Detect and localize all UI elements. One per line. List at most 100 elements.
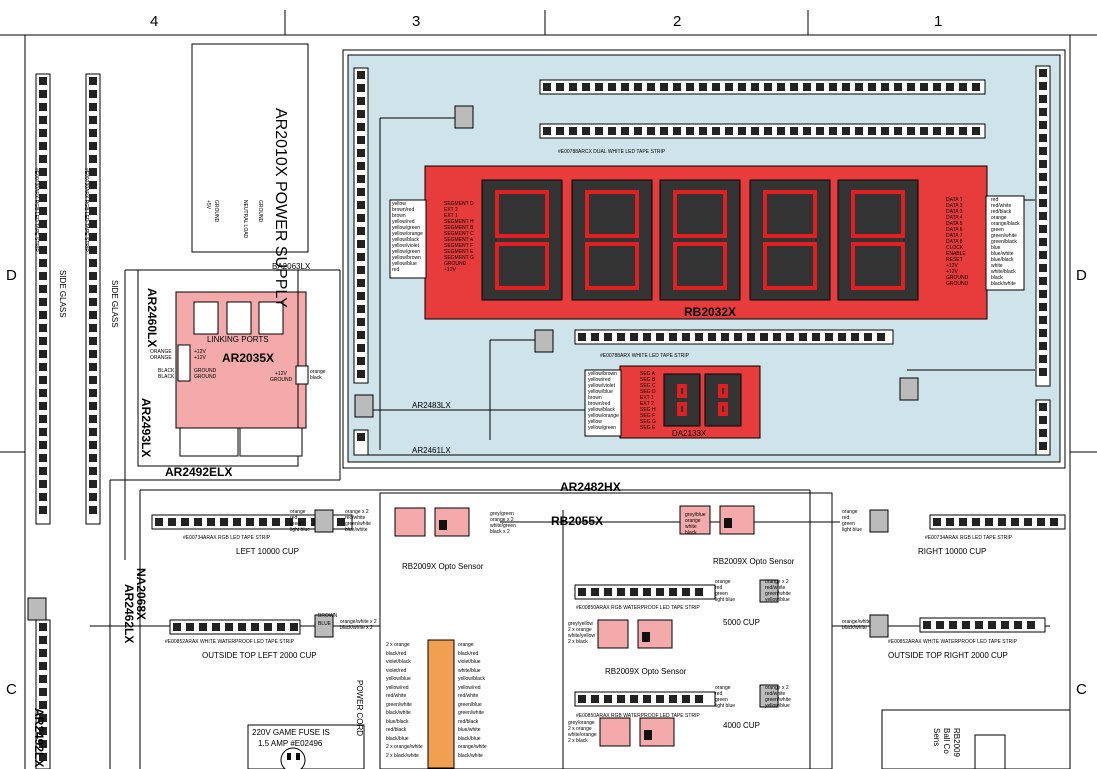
side-strip-b-led	[89, 454, 97, 462]
corner-line2: Ball Co	[942, 728, 951, 754]
strip-label-5000: #E00850ARAX RGB WATERPROOF LED TAPE STRI…	[576, 605, 700, 611]
white-strip-led	[682, 333, 690, 341]
left-panel-strip-led	[357, 279, 365, 287]
side-strip-a-led	[39, 350, 47, 358]
da2133x-wire: yellow/red	[588, 377, 611, 383]
big-digit-1	[481, 179, 563, 301]
cup-4000-wire: light blue	[715, 703, 736, 709]
dual-strip-top-led	[595, 83, 603, 91]
ar2035x-left-terminal	[177, 344, 191, 382]
cup-5000-strip-led	[682, 588, 690, 596]
right-10000-strip-led	[959, 518, 967, 526]
opto-wire-left: black x 2	[490, 529, 510, 535]
right-panel-strip-led	[1039, 69, 1047, 77]
dual-strip-top-led	[842, 83, 850, 91]
left-2000-strip-led	[173, 623, 181, 631]
cable-ar2492lx: AR2492LX	[32, 708, 46, 768]
cup-5000-strip-led	[617, 588, 625, 596]
connector-wire-right: green/blue	[458, 701, 482, 708]
cup-5000-strip-led	[695, 588, 703, 596]
rb2032x-left-pin: SEGMENT E	[444, 249, 474, 255]
opto3-wire: 2 x black	[568, 738, 588, 744]
dual-strip-top-led	[972, 83, 980, 91]
ar2035x-wire-orange: orange	[310, 369, 326, 375]
rb2032x-left-pin: EXT 1	[444, 213, 458, 219]
right-cup-wire: green	[842, 521, 855, 527]
white-strip-led	[851, 333, 859, 341]
right-panel-strip-led	[1039, 264, 1047, 272]
rb2032x-left-pin: EXT 2	[444, 207, 458, 213]
rb2032x-right-wire: +12V	[946, 263, 958, 269]
left-2000-strip-led	[225, 623, 233, 631]
plug-side	[27, 597, 47, 621]
strip-label-left-rgb: #E00734ARAX RGB LED TAPE STRIP	[183, 535, 271, 541]
right-2000-strip-led	[1001, 621, 1009, 629]
side-strip-a-led	[39, 337, 47, 345]
dual-strip-top-led	[699, 83, 707, 91]
side-strip-a-led	[39, 454, 47, 462]
dual-strip-top-led	[933, 83, 941, 91]
left-2000-strip-led	[238, 623, 246, 631]
cup-4000-strip-led	[591, 695, 599, 703]
right-panel-strip-led	[1039, 303, 1047, 311]
right-panel-strip-led	[1039, 238, 1047, 246]
left-panel-strip-led	[357, 240, 365, 248]
cup-4000-wire-b: yellow/blue	[765, 703, 790, 709]
dual-strip-top-led	[712, 83, 720, 91]
opto-wire-right: white	[685, 524, 697, 530]
side-strip-a-led	[39, 363, 47, 371]
da2133x-wire: brown	[588, 395, 602, 401]
zone-label-2: 2	[673, 13, 682, 30]
left-cup-wire: light blue	[290, 527, 311, 533]
right-2000-strip-led	[1027, 621, 1035, 629]
side-strip-a-led	[39, 77, 47, 85]
right-panel-strip-led	[1039, 121, 1047, 129]
ps-pin-ground: GROUND	[213, 200, 219, 223]
side-strip-b-led	[89, 259, 97, 267]
connector-wire-left: violet/red	[386, 667, 407, 674]
side-strip-c-led	[39, 714, 47, 722]
cup-5000-wire: orange	[715, 579, 731, 585]
left-panel-strip-led	[357, 318, 365, 326]
opto2-wire: white/yellow	[568, 633, 595, 639]
rb2032x-left-pin: GROUND	[444, 261, 467, 267]
ar2035x-pin-right-gnd: GROUND	[270, 377, 293, 383]
opto-sensor-label-3: RB2009X Opto Sensor	[605, 667, 687, 676]
left-10000-strip-led	[298, 518, 306, 526]
dual-strip-top-led	[946, 83, 954, 91]
dual-strip-top-led	[920, 83, 928, 91]
left-10000-strip-led	[155, 518, 163, 526]
side-strip-a-led	[39, 220, 47, 228]
side-strip-b-led	[89, 363, 97, 371]
white-strip-led	[656, 333, 664, 341]
dual-strip-bottom-led	[699, 127, 707, 135]
rb2032x-left-pin: SEGMENT F	[444, 243, 474, 249]
connector-wire-right: black/blue	[458, 735, 481, 742]
connector-wire-right: red/black	[458, 718, 479, 725]
right-panel-strip-b-led	[1039, 442, 1047, 450]
left-10000-strip-led	[207, 518, 215, 526]
dual-strip-top-led	[829, 83, 837, 91]
connector-wire-right: yellow/red	[458, 684, 481, 691]
rb2032x-left-wire: yellow/green	[392, 225, 421, 231]
side-strip-b-led	[89, 376, 97, 384]
da2133x-pin: SEG C	[640, 383, 656, 389]
big-digit-5-segments-b	[851, 242, 905, 290]
big-digit-2-segments-b	[585, 242, 639, 290]
white-strip-led	[604, 333, 612, 341]
strip-label-right-white: #E00852ARAX WHITE WATERPROOF LED TAPE ST…	[888, 639, 1018, 645]
rb2032x-right-pin: red/black	[991, 209, 1012, 215]
white-strip-led	[812, 333, 820, 341]
side-glass-left: SIDE GLASS	[58, 270, 67, 318]
side-strip-a-led	[39, 142, 47, 150]
cup-4000-wire-b: red/white	[765, 691, 786, 697]
white-wp-right-wire: orange/white	[842, 619, 871, 625]
ar2035x-right-terminal	[295, 365, 309, 385]
left-2000-strip-led	[186, 623, 194, 631]
cup-4000-strip-led	[656, 695, 664, 703]
dual-strip-bottom-led	[933, 127, 941, 135]
side-strip-a-led	[39, 129, 47, 137]
dual-strip-top	[539, 79, 986, 95]
opto2-wire: 2 x black	[568, 639, 588, 645]
side-strip-b-led	[89, 103, 97, 111]
